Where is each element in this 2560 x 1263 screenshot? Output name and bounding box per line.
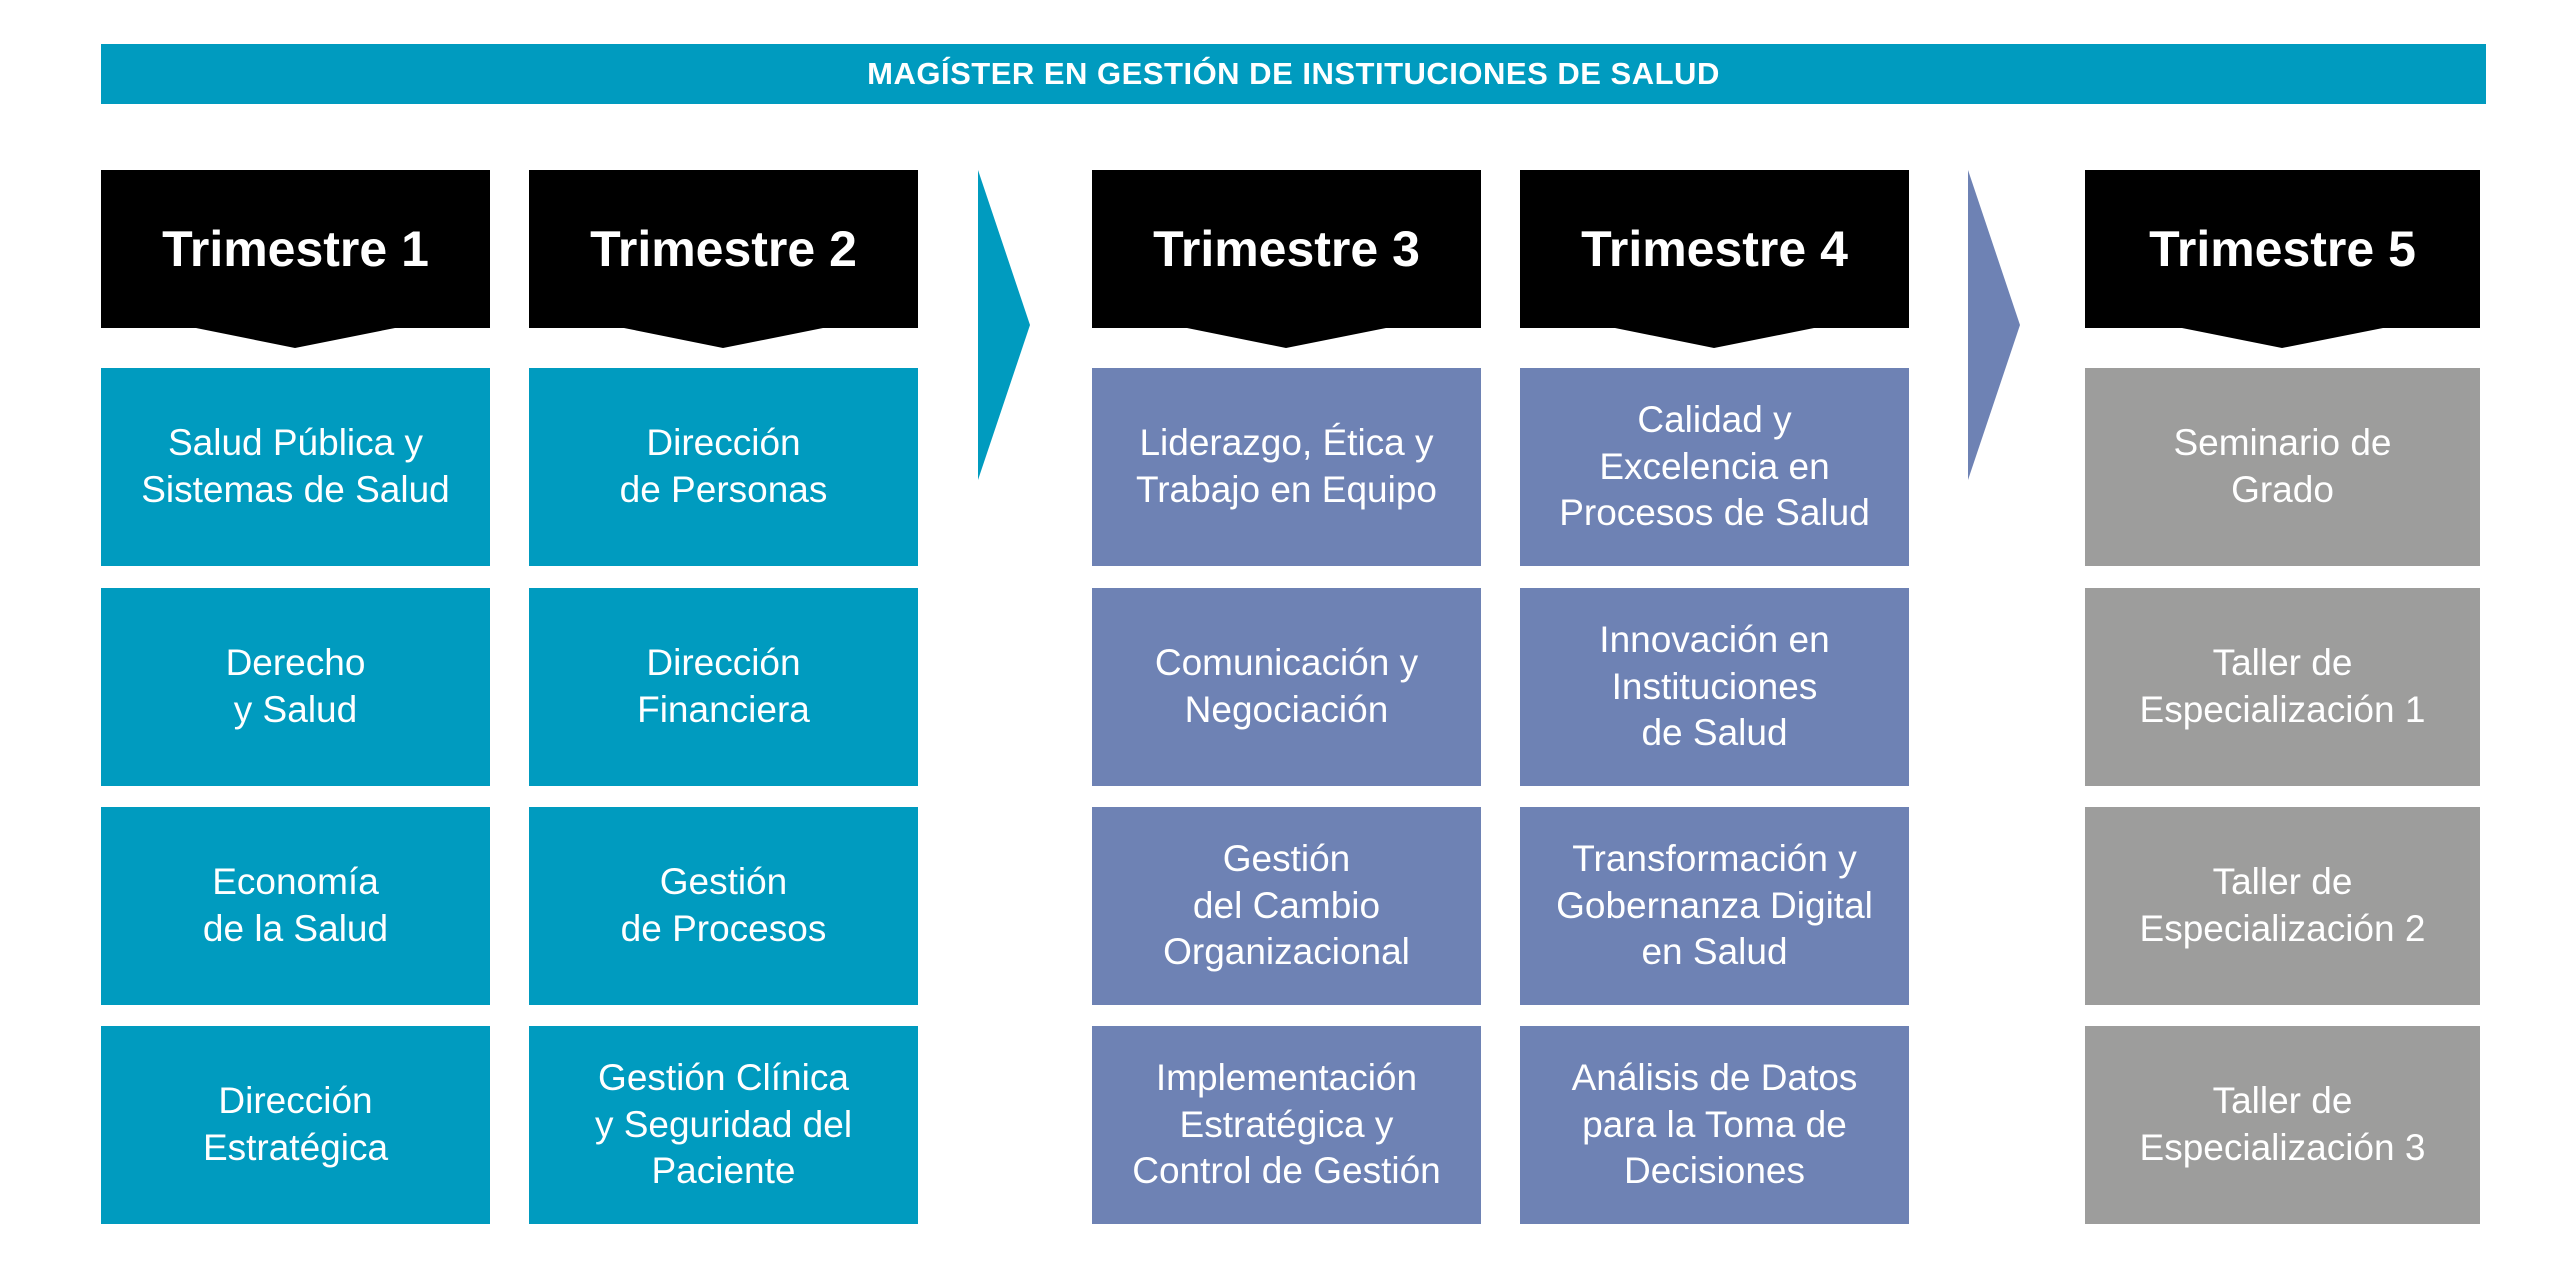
trimester-column-2: Trimestre 2 Dirección de Personas Direcc… [529,170,918,1224]
course-cell-1-1: Salud Pública y Sistemas de Salud [101,368,490,566]
program-title: MAGÍSTER EN GESTIÓN DE INSTITUCIONES DE … [867,56,1720,91]
course-cell-2-4: Gestión Clínica y Seguridad del Paciente [529,1026,918,1224]
program-title-banner: MAGÍSTER EN GESTIÓN DE INSTITUCIONES DE … [101,44,2486,104]
course-cell-1-4: Dirección Estratégica [101,1026,490,1224]
course-cell-3-3: Gestión del Cambio Organizacional [1092,807,1481,1005]
course-cell-3-1: Liderazgo, Ética y Trabajo en Equipo [1092,368,1481,566]
course-cell-4-4: Análisis de Datos para la Toma de Decisi… [1520,1026,1909,1224]
course-cell-4-2: Innovación en Instituciones de Salud [1520,588,1909,786]
course-cell-5-3: Taller de Especialización 2 [2085,807,2480,1005]
progression-arrow-2 [1968,170,2020,480]
trimester-header-2: Trimestre 2 [529,170,918,328]
header-pointer-4 [1615,328,1814,348]
course-cell-2-3: Gestión de Procesos [529,807,918,1005]
trimester-header-4: Trimestre 4 [1520,170,1909,328]
course-cell-4-1: Calidad y Excelencia en Procesos de Salu… [1520,368,1909,566]
header-pointer-5 [2182,328,2383,348]
header-pointer-2 [624,328,823,348]
header-pointer-1 [196,328,395,348]
trimester-column-5: Trimestre 5 Seminario de Grado Taller de… [2085,170,2480,1224]
trimester-header-5: Trimestre 5 [2085,170,2480,328]
course-cell-4-3: Transformación y Gobernanza Digital en S… [1520,807,1909,1005]
course-cell-5-1: Seminario de Grado [2085,368,2480,566]
course-cell-3-4: Implementación Estratégica y Control de … [1092,1026,1481,1224]
trimester-header-1: Trimestre 1 [101,170,490,328]
course-cell-5-4: Taller de Especialización 3 [2085,1026,2480,1224]
course-cell-5-2: Taller de Especialización 1 [2085,588,2480,786]
trimester-column-4: Trimestre 4 Calidad y Excelencia en Proc… [1520,170,1909,1224]
course-cell-2-1: Dirección de Personas [529,368,918,566]
course-cell-3-2: Comunicación y Negociación [1092,588,1481,786]
course-cell-1-3: Economía de la Salud [101,807,490,1005]
course-cell-1-2: Derecho y Salud [101,588,490,786]
header-pointer-3 [1187,328,1386,348]
course-cell-2-2: Dirección Financiera [529,588,918,786]
trimester-column-1: Trimestre 1 Salud Pública y Sistemas de … [101,170,490,1224]
progression-arrow-1 [978,170,1030,480]
trimester-column-3: Trimestre 3 Liderazgo, Ética y Trabajo e… [1092,170,1481,1224]
trimester-header-3: Trimestre 3 [1092,170,1481,328]
